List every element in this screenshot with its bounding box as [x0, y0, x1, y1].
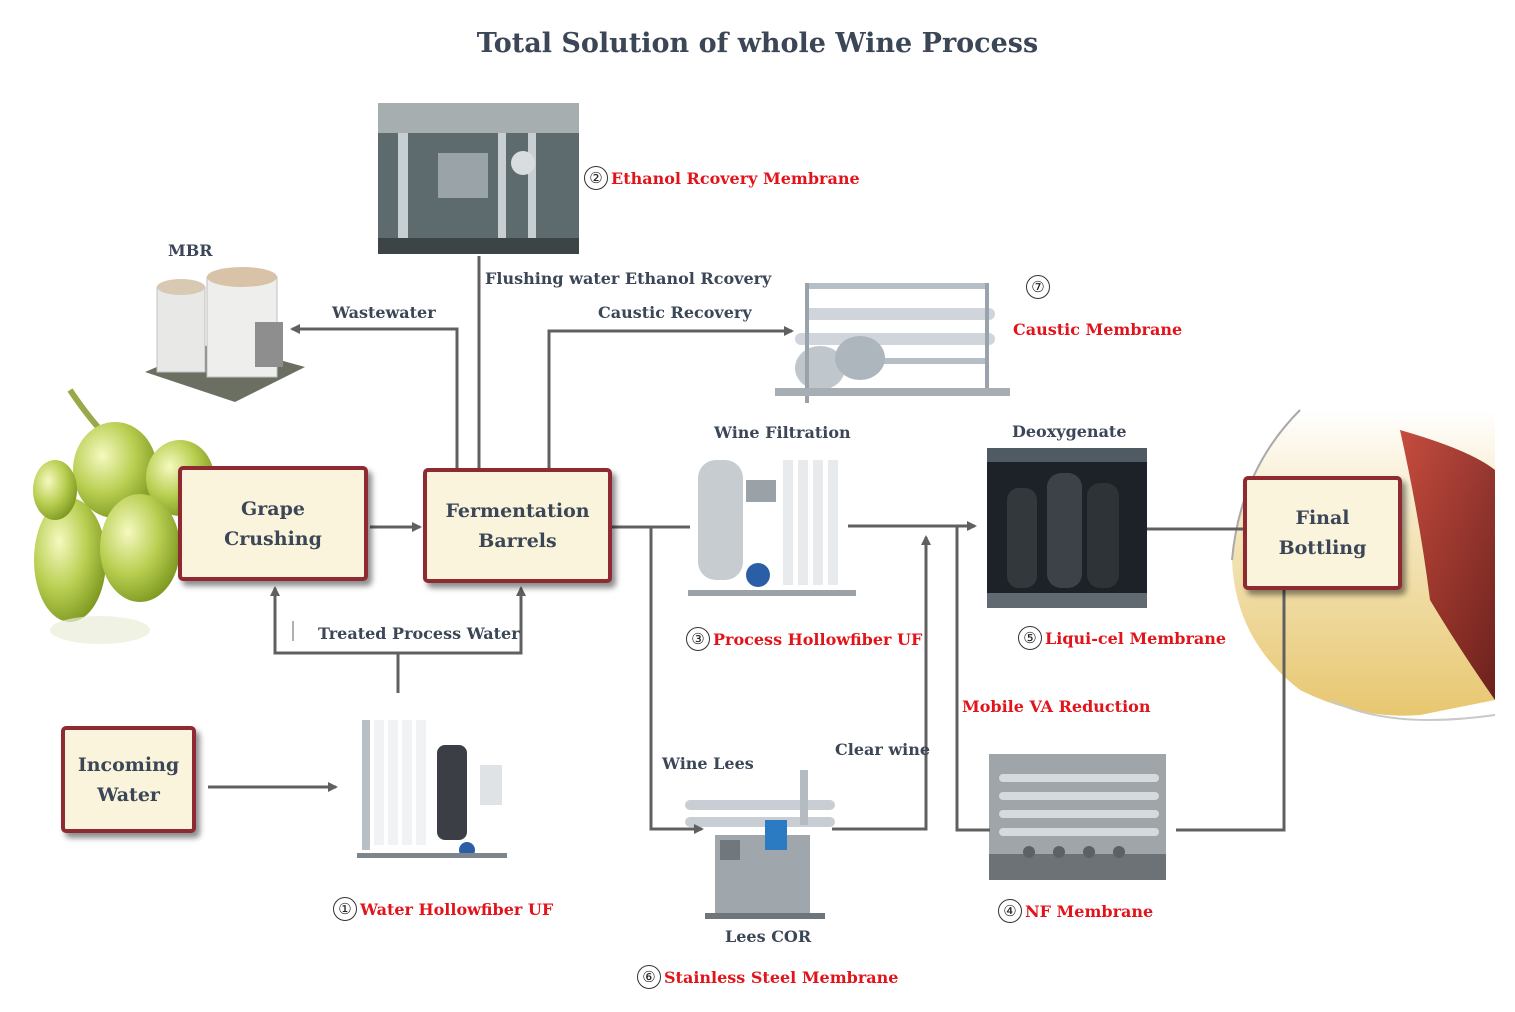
arrow-clear-wine [832, 535, 931, 831]
number-badge: ② [584, 166, 608, 190]
clear-wine-label: Clear wine [835, 740, 931, 759]
membrane-label-5: ⑤ Liqui-cel Membrane [1018, 626, 1226, 650]
arrow-to-lees [649, 527, 704, 834]
flushing-water-label: Flushing water Ethanol Rcovery [485, 269, 772, 288]
lees-cor-label: Lees COR [725, 927, 812, 946]
box-label-line: Crushing [224, 527, 322, 550]
fermentation-barrels-box: Fermentation Barrels [423, 468, 612, 583]
incoming-water-box: Incoming Water [61, 726, 196, 833]
membrane-name: Liqui-cel Membrane [1045, 628, 1227, 648]
arrow-wastewater-to-mbr [290, 324, 459, 468]
mbr-tank-photo [145, 262, 305, 412]
nf-membrane-photo [989, 754, 1166, 880]
membrane-label-3: ③ Process Hollowfiber UF [686, 627, 922, 651]
number-badge: ⑤ [1018, 626, 1042, 650]
arrow-mobile-va [955, 526, 990, 832]
final-bottling-box: Final Bottling [1243, 476, 1402, 590]
membrane-name: Water Hollowfiber UF [360, 899, 554, 919]
deoxygenate-label: Deoxygenate [1012, 422, 1127, 441]
box-label-line: Incoming [77, 753, 180, 776]
membrane-name: Ethanol Rcovery Membrane [611, 168, 860, 188]
arrow-caustic-recovery [547, 326, 794, 468]
membrane-name: NF Membrane [1025, 901, 1154, 921]
membrane-label-2: ② Ethanol Rcovery Membrane [584, 166, 860, 190]
box-label-line: Fermentation [445, 499, 590, 522]
arrow-treated-water-ferment [398, 586, 526, 655]
grape-crushing-box: Grape Crushing [178, 466, 368, 581]
treated-water-label: Treated Process Water [318, 624, 520, 643]
line-nf-to-bottling [1176, 590, 1286, 832]
ethanol-membrane-photo [378, 103, 579, 254]
stainless-membrane-photo [675, 765, 860, 923]
number-badge: ④ [998, 899, 1022, 923]
membrane-label-1: ① Water Hollowfiber UF [333, 897, 553, 921]
wine-lees-label: Wine Lees [662, 754, 754, 773]
membrane-label-7-number: ⑦ [1026, 275, 1053, 299]
caustic-membrane-photo [775, 263, 1010, 415]
number-badge: ① [333, 897, 357, 921]
water-uf-photo [352, 705, 517, 870]
membrane-name: Stainless Steel Membrane [664, 967, 899, 987]
number-badge: ⑦ [1026, 275, 1050, 299]
membrane-label-7-name: Caustic Membrane [1013, 320, 1183, 339]
box-label-line: Bottling [1278, 537, 1367, 559]
number-badge: ⑥ [637, 965, 661, 989]
liquicel-photo [987, 448, 1147, 608]
page-title: Total Solution of whole Wine Process [476, 28, 1039, 59]
box-label-line: Barrels [478, 529, 557, 552]
mobile-va-label: Mobile VA Reduction [962, 697, 1151, 716]
membrane-name: Process Hollowfiber UF [713, 629, 923, 649]
mbr-label: MBR [168, 241, 213, 260]
membrane-label-4: ④ NF Membrane [998, 899, 1153, 923]
number-badge: ③ [686, 627, 710, 651]
wastewater-label: Wastewater [332, 303, 436, 322]
box-label-line: Water [97, 783, 160, 806]
arrow-treated-water [270, 586, 400, 693]
box-label-line: Final [1295, 507, 1350, 529]
membrane-label-6: ⑥ Stainless Steel Membrane [637, 965, 898, 989]
box-label-line: Grape [241, 497, 305, 520]
caustic-recovery-label: Caustic Recovery [598, 303, 752, 322]
process-uf-photo [688, 450, 856, 610]
wine-filtration-label: Wine Filtration [714, 423, 851, 442]
